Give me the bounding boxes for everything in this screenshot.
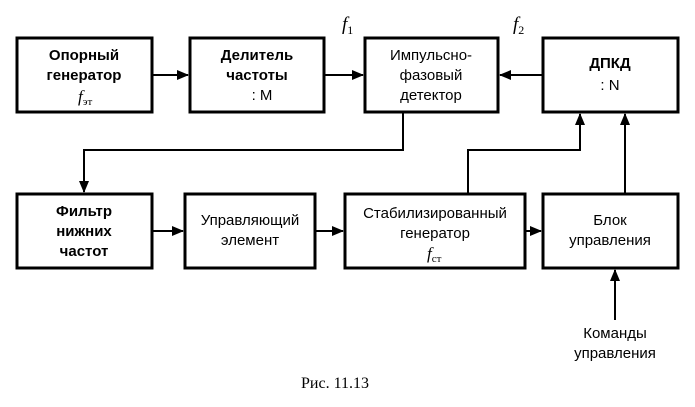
block-frequency-divider: Делитель частоты : M — [188, 36, 326, 114]
block-dpkd: ДПКД : N — [541, 36, 680, 114]
block-reference-oscillator: Опорный генератор fэт — [15, 36, 154, 114]
divider-line2: частоты — [226, 67, 288, 84]
figure-caption: Рис. 11.13 — [301, 375, 369, 392]
signal-f2-label: f2 — [513, 14, 524, 37]
stabilized-osc-frequency: fст — [427, 244, 442, 265]
lpf-line2: нижних — [56, 223, 112, 240]
stabilized-osc-line2: генератор — [400, 225, 470, 242]
divider-line1: Делитель — [221, 47, 293, 64]
block-low-pass-filter: Фильтр нижних частот — [15, 192, 154, 270]
signal-f1-label: f1 — [342, 14, 353, 37]
control-element-line1: Управляющий — [201, 212, 300, 229]
control-element-line2: элемент — [221, 232, 279, 249]
control-unit-line1: Блок — [593, 212, 627, 229]
commands-line1: Команды — [583, 325, 647, 342]
divider-line3: : M — [252, 87, 273, 104]
reference-osc-line2: генератор — [47, 67, 122, 84]
lpf-line1: Фильтр — [56, 203, 112, 220]
phase-detector-line1: Импульсно- — [390, 47, 472, 64]
dpkd-line1: ДПКД — [589, 55, 631, 72]
phase-detector-line3: детектор — [400, 87, 462, 104]
reference-osc-frequency: fэт — [78, 87, 92, 108]
block-control-unit: Блок управления — [541, 192, 680, 270]
arrow-detector-to-lpf — [79, 112, 404, 193]
arrow-oscillator-to-dpkd — [467, 113, 585, 194]
block-phase-detector: Импульсно- фазовый детектор — [363, 36, 500, 114]
commands-line2: управления — [574, 345, 656, 362]
phase-detector-line2: фазовый — [400, 67, 463, 84]
stabilized-osc-line1: Стабилизированный — [363, 205, 507, 222]
dpkd-line2: : N — [600, 77, 619, 94]
block-stabilized-oscillator: Стабилизированный генератор fст — [343, 192, 527, 270]
reference-osc-line1: Опорный — [49, 47, 119, 64]
lpf-line3: частот — [60, 243, 109, 260]
block-control-element: Управляющий элемент — [183, 192, 317, 270]
control-unit-line2: управления — [569, 232, 651, 249]
